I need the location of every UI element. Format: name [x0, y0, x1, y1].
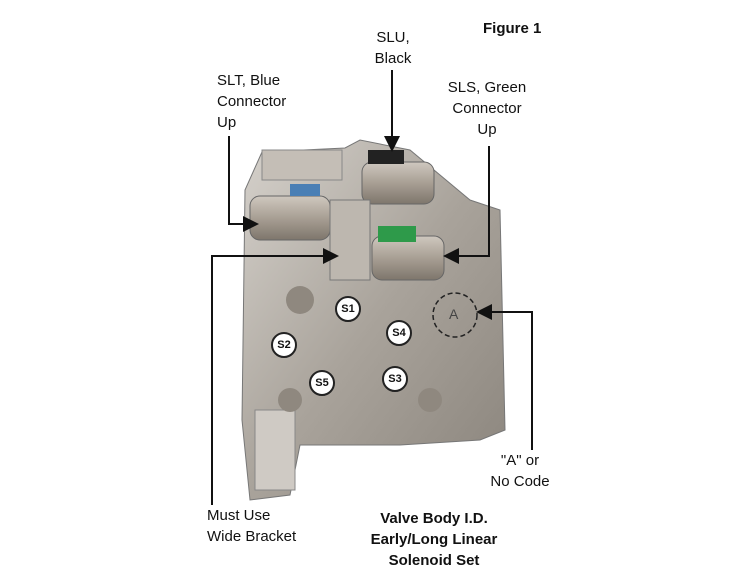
caption: Valve Body I.D. Early/Long Linear Soleno…	[354, 508, 514, 571]
sls-label-line: Connector	[452, 100, 522, 117]
code-label-line: "A" or	[500, 452, 540, 469]
solenoid-badge-s5: S5	[309, 370, 335, 396]
slu-label-line: SLU,	[376, 29, 410, 46]
solenoid-badge-s4: S4	[386, 320, 412, 346]
caption-line: Early/Long Linear	[370, 531, 498, 548]
slu-label-line: Black	[374, 50, 412, 67]
bracket-arrow	[211, 248, 339, 505]
slu-connector	[368, 150, 404, 164]
caption-line: Solenoid Set	[388, 552, 480, 569]
solenoid-badge-s3: S3	[382, 366, 408, 392]
slt-connector	[290, 184, 320, 196]
slt-label: SLT, Blue Connector Up	[217, 70, 286, 133]
sls-arrow	[443, 146, 490, 264]
slt-label-line: SLT, Blue	[217, 72, 281, 89]
solenoid-badge-s1: S1	[335, 296, 361, 322]
caption-line: Valve Body I.D.	[380, 510, 488, 527]
sls-solenoid	[371, 235, 445, 281]
slt-label-line: Connector	[217, 93, 287, 110]
code-mark: A	[449, 306, 459, 322]
slt-solenoid	[249, 195, 331, 241]
solenoid-badge-s2: S2	[271, 332, 297, 358]
sls-connector	[378, 226, 416, 242]
slt-label-line: Up	[217, 114, 237, 131]
code-label-line: No Code	[490, 473, 550, 490]
bracket-label: Must Use Wide Bracket	[207, 505, 296, 547]
code-arrow	[476, 304, 533, 450]
sls-label: SLS, Green Connector Up	[437, 77, 537, 140]
slu-solenoid	[361, 161, 435, 205]
bracket-label-line: Wide Bracket	[207, 528, 297, 545]
code-label: "A" or No Code	[470, 450, 570, 492]
slt-arrow	[228, 136, 259, 232]
bracket-label-line: Must Use	[207, 507, 271, 524]
valve-body	[241, 139, 506, 501]
slu-label: SLU, Black	[355, 27, 431, 69]
sls-label-line: Up	[477, 121, 497, 138]
sls-label-line: SLS, Green	[447, 79, 527, 96]
figure-label: Figure 1	[483, 20, 542, 37]
